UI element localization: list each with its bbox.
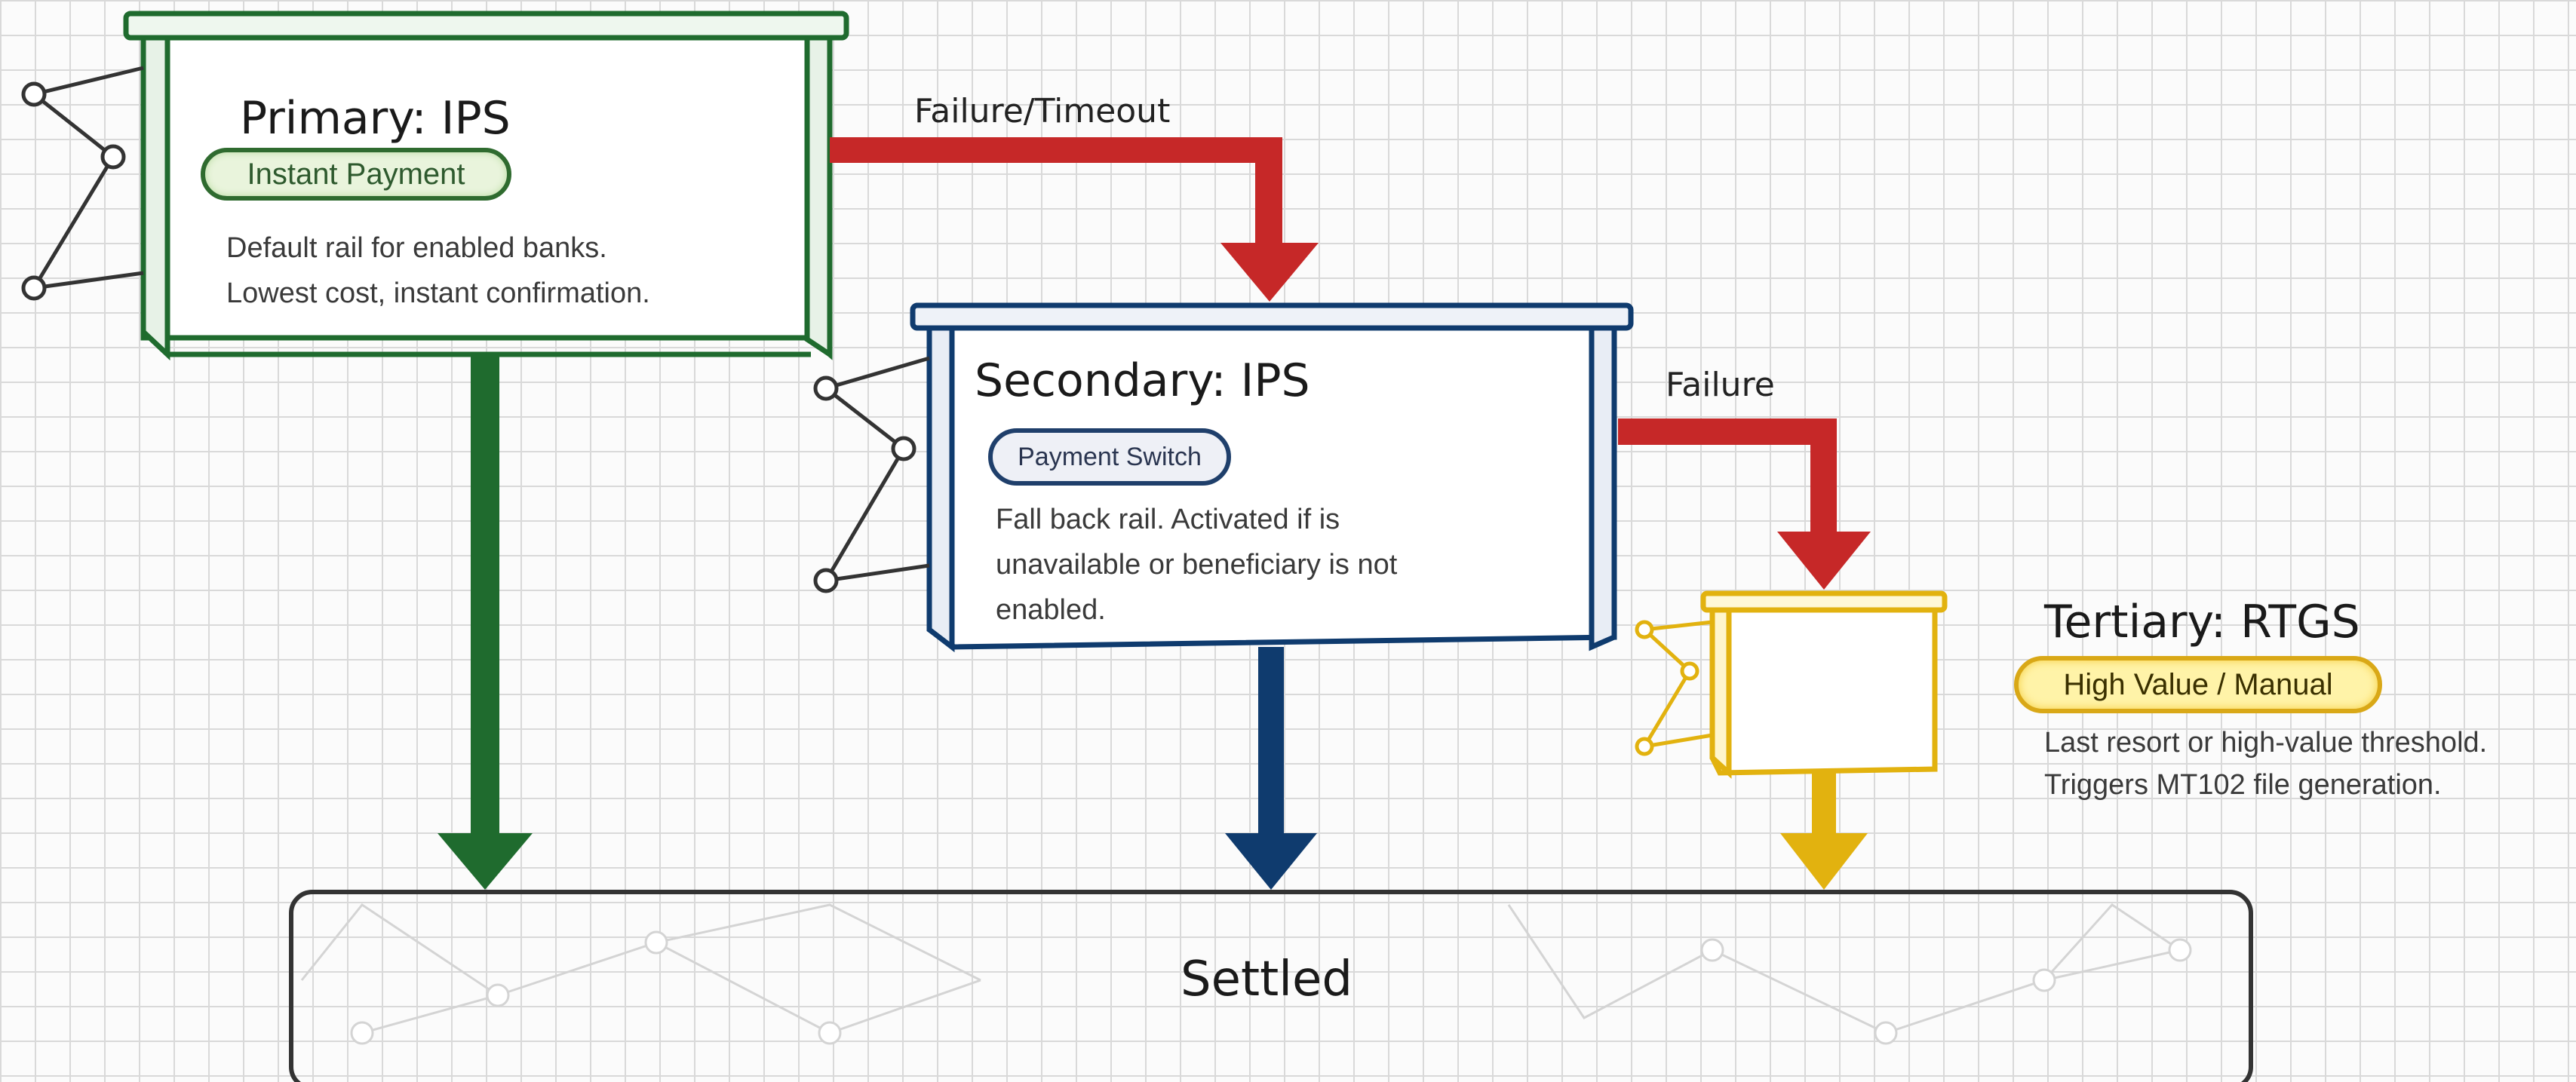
failure-arrow-secondary-to-tertiary bbox=[1618, 418, 1871, 590]
primary-description-line-1: Default rail for enabled banks. bbox=[226, 232, 607, 264]
primary-badge: Instant Payment bbox=[201, 148, 511, 201]
primary-handle-icon bbox=[21, 66, 144, 301]
secondary-badge: Payment Switch bbox=[988, 428, 1231, 486]
failure-timeout-label: Failure/Timeout bbox=[914, 92, 1171, 130]
settled-label: Settled bbox=[1181, 952, 1352, 1007]
secondary-description-line-3: enabled. bbox=[996, 594, 1106, 626]
primary-title: Primary: IPS bbox=[240, 92, 511, 145]
secondary-box bbox=[910, 302, 1634, 653]
tertiary-title: Tertiary: RTGS bbox=[2044, 596, 2360, 648]
tertiary-box bbox=[1700, 590, 1948, 779]
tertiary-handle-icon bbox=[1635, 620, 1713, 756]
failure-arrow-primary-to-secondary bbox=[830, 137, 1319, 302]
secondary-settle-arrow bbox=[1225, 647, 1317, 890]
settled-box bbox=[289, 890, 2253, 1082]
tertiary-description-line-1: Last resort or high-value threshold. bbox=[2044, 727, 2488, 759]
secondary-handle-icon bbox=[813, 356, 930, 593]
failure-label: Failure bbox=[1666, 366, 1775, 404]
primary-settle-arrow bbox=[438, 354, 533, 890]
tertiary-description-line-2: Triggers MT102 file generation. bbox=[2044, 769, 2442, 801]
secondary-description-line-1: Fall back rail. Activated if is bbox=[996, 504, 1340, 535]
secondary-title: Secondary: IPS bbox=[975, 354, 1310, 407]
tertiary-settle-arrow bbox=[1780, 773, 1868, 890]
primary-description-line-2: Lowest cost, instant confirmation. bbox=[226, 277, 650, 309]
secondary-description-line-2: unavailable or beneficiary is not bbox=[996, 549, 1398, 581]
network-pattern bbox=[300, 903, 2192, 1045]
tertiary-badge: High Value / Manual bbox=[2014, 656, 2382, 713]
